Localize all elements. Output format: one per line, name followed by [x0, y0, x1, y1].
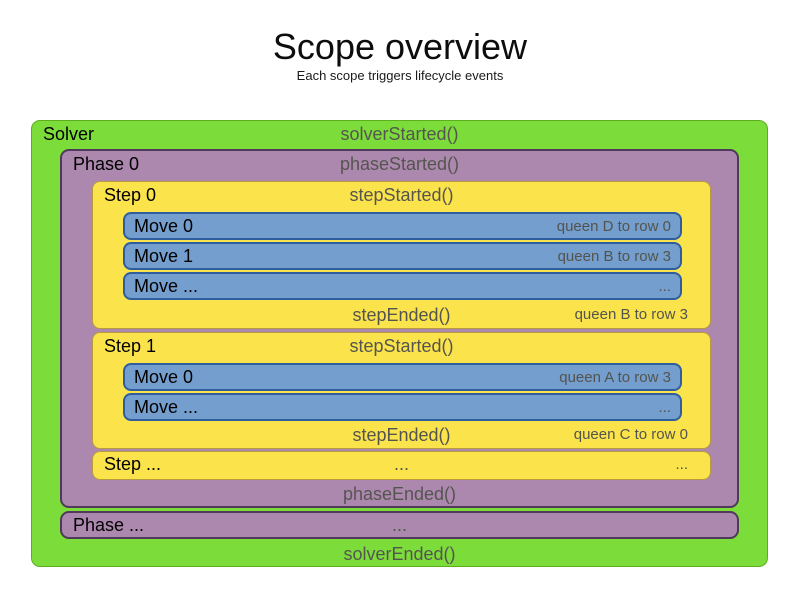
move-note: ...	[658, 277, 671, 295]
phase0-started-event: phaseStarted()	[339, 154, 460, 174]
step-more-label: Step ...	[104, 454, 162, 474]
move-note: queen B to row 3	[557, 247, 671, 265]
move-row: Move 0 queen D to row 0	[123, 212, 682, 240]
step0-header: Step 0 stepStarted()	[93, 182, 710, 209]
move-label: Move ...	[134, 396, 199, 417]
move-row: Move ... ...	[123, 393, 682, 421]
solver-scope-box: Solver solverStarted() Phase 0 phaseStar…	[31, 120, 768, 567]
step1-ended-event: stepEnded()	[352, 425, 451, 445]
step-more-row: Step ... ... ...	[93, 452, 710, 479]
phase-more-label: Phase ...	[73, 515, 145, 535]
phase-ended-event: phaseEnded()	[342, 484, 457, 504]
move-row: Move 1 queen B to row 3	[123, 242, 682, 270]
phase0-header: Phase 0 phaseStarted()	[62, 151, 737, 178]
step0-ended-note: queen B to row 3	[574, 306, 688, 323]
move-label: Move ...	[134, 275, 199, 296]
step0-ended-event: stepEnded()	[352, 305, 451, 325]
step-more-center-dots: ...	[393, 454, 409, 474]
move-note: queen A to row 3	[559, 368, 671, 386]
solver-ended-event: solverEnded()	[343, 544, 456, 564]
step-more-box: Step ... ... ...	[92, 451, 711, 480]
step-more-right-dots: ...	[675, 456, 688, 473]
move-label: Move 1	[134, 245, 194, 266]
move-label: Move 0	[134, 366, 194, 387]
step1-header: Step 1 stepStarted()	[93, 333, 710, 360]
step1-scope-box: Step 1 stepStarted() Move 0 queen A to r…	[92, 332, 711, 449]
move-row: Move 0 queen A to row 3	[123, 363, 682, 391]
move-note: queen D to row 0	[556, 217, 671, 235]
phase-more-row: Phase ... ...	[62, 513, 737, 537]
step0-label: Step 0	[104, 185, 157, 205]
page-title: Scope overview	[272, 26, 528, 67]
page-subtitle: Each scope triggers lifecycle events	[296, 68, 504, 83]
phase-more-box: Phase ... ...	[60, 511, 739, 539]
step0-footer: stepEnded() queen B to row 3	[93, 304, 710, 326]
solver-label: Solver	[43, 124, 95, 144]
step1-footer: stepEnded() queen C to row 0	[93, 424, 710, 446]
move-row: Move ... ...	[123, 272, 682, 300]
solver-started-event: solverStarted()	[340, 124, 459, 144]
phase-more-center-dots: ...	[391, 515, 407, 535]
solver-header: Solver solverStarted()	[32, 121, 767, 148]
step1-started-event: stepStarted()	[349, 336, 454, 356]
move-note: ...	[658, 398, 671, 416]
step0-started-event: stepStarted()	[349, 185, 454, 205]
step1-ended-note: queen C to row 0	[573, 426, 688, 443]
step1-label: Step 1	[104, 336, 157, 356]
move-label: Move 0	[134, 215, 194, 236]
step0-scope-box: Step 0 stepStarted() Move 0 queen D to r…	[92, 181, 711, 329]
phase0-label: Phase 0	[73, 154, 140, 174]
phase0-scope-box: Phase 0 phaseStarted() Step 0 stepStarte…	[60, 149, 739, 508]
